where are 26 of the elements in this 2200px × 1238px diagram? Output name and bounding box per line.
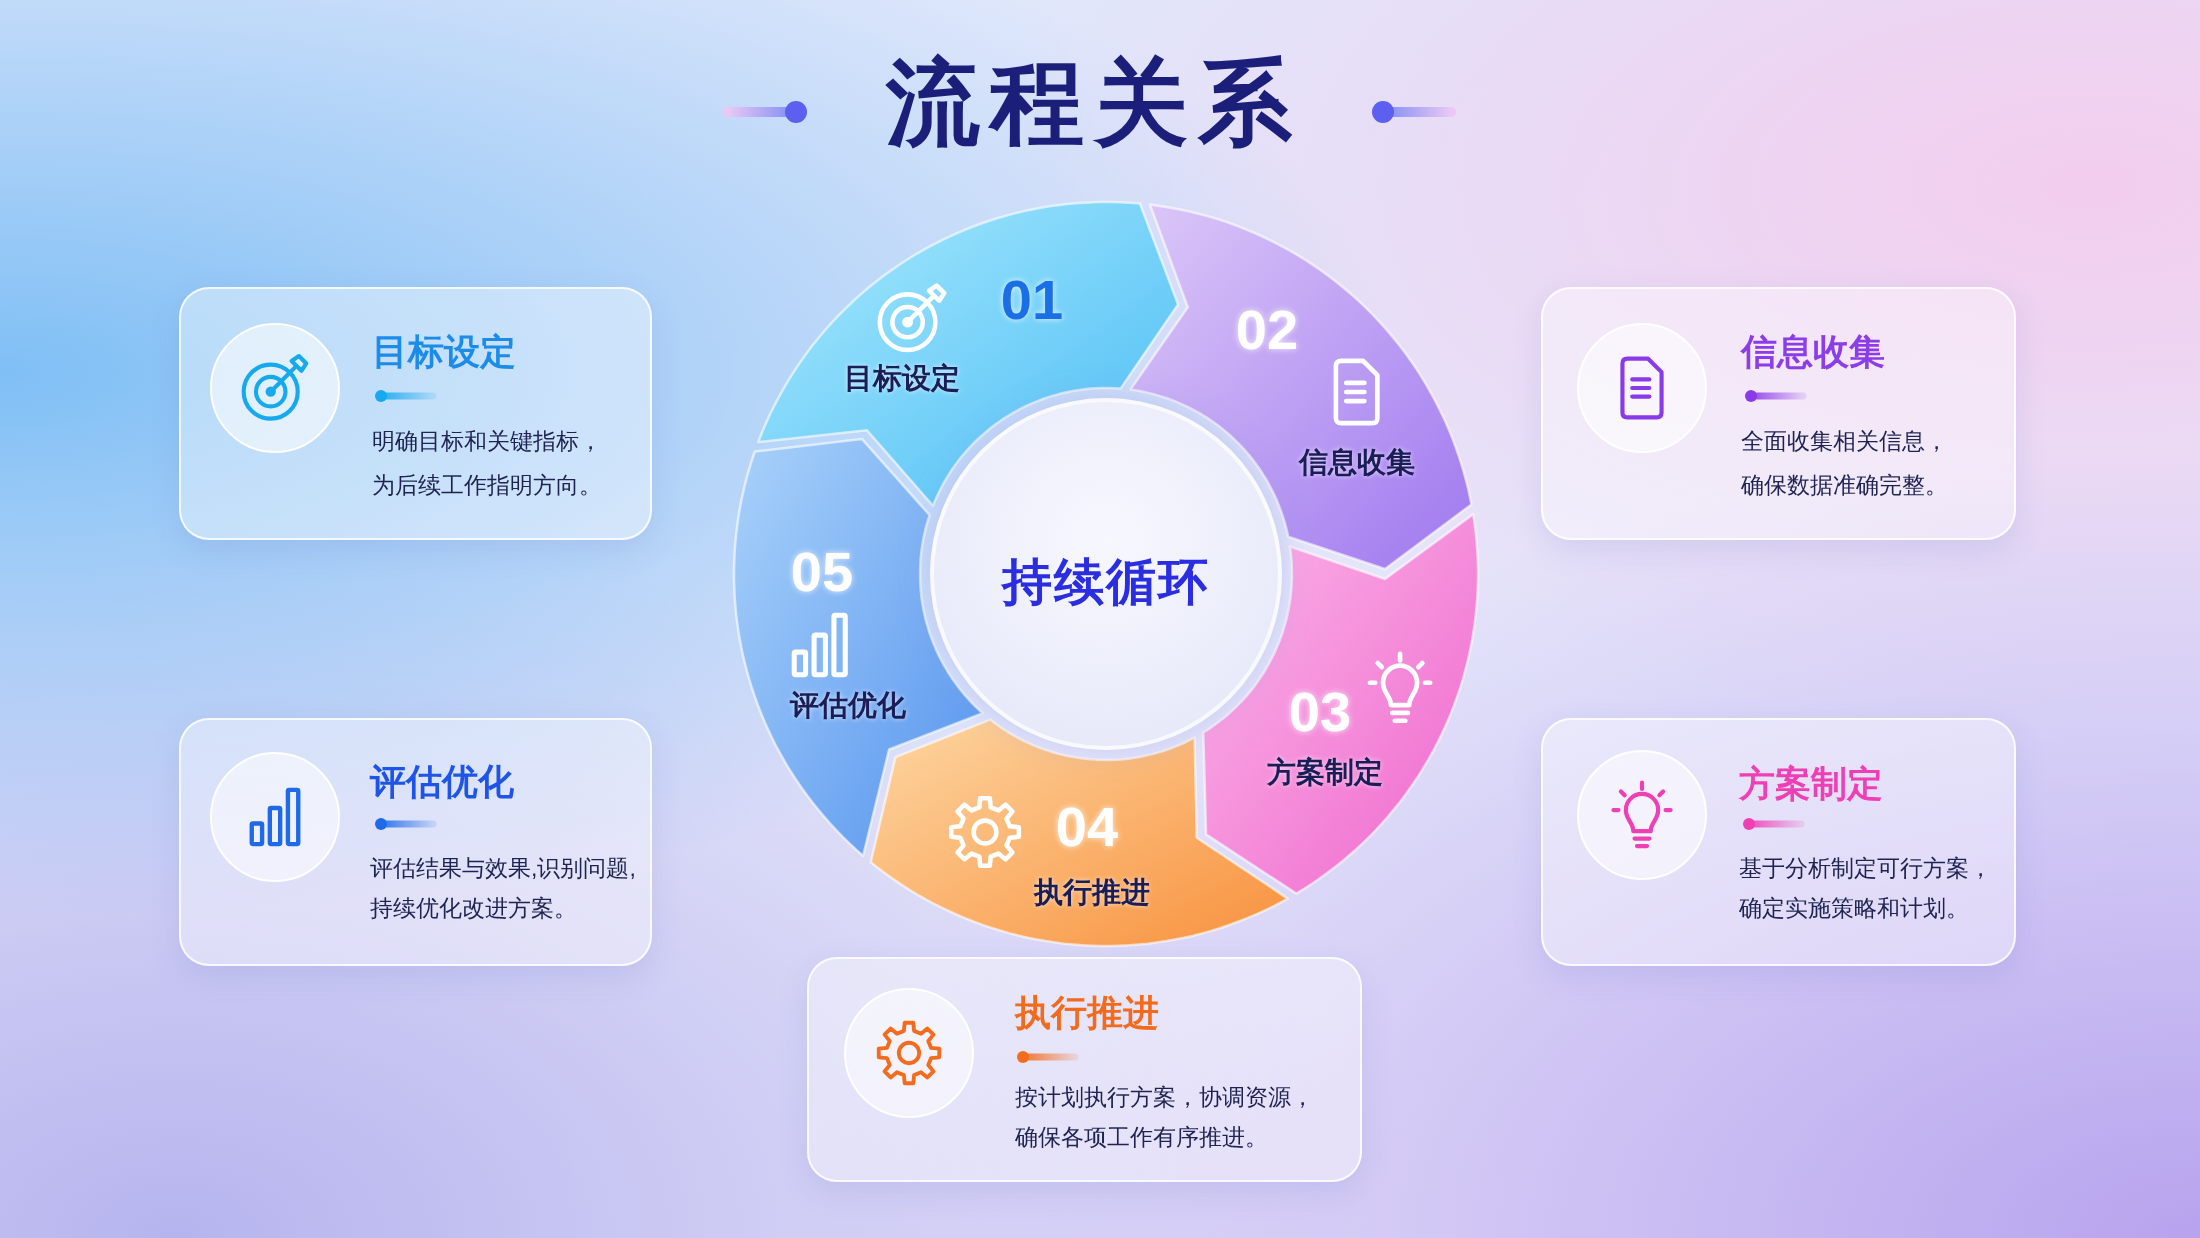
card-description: 评估结果与效果,识别问题,持续优化改进方案。 xyxy=(370,854,637,923)
step-number: 02 xyxy=(1235,302,1299,358)
info-card xyxy=(179,718,652,966)
step-label: 执行推进 xyxy=(1034,877,1150,907)
step-label: 评估优化 xyxy=(790,690,906,720)
info-card xyxy=(1541,718,2016,966)
step-number: 03 xyxy=(1288,684,1352,740)
step-number: 05 xyxy=(790,544,854,600)
hub-label: 持续循环 xyxy=(1002,557,1210,607)
info-card xyxy=(807,957,1362,1182)
step-label: 目标设定 xyxy=(844,363,960,393)
step-label: 信息收集 xyxy=(1299,447,1415,477)
step-number: 04 xyxy=(1055,799,1119,855)
card-description: 基于分析制定可行方案，确定实施策略和计划。 xyxy=(1739,854,1993,923)
card-title: 执行推进 xyxy=(1015,995,1159,1031)
card-title: 信息收集 xyxy=(1741,334,1885,370)
card-description: 全面收集相关信息，确保数据准确完整。 xyxy=(1741,427,1949,500)
info-card xyxy=(1541,287,2016,540)
info-card xyxy=(179,287,652,540)
card-title: 目标设定 xyxy=(372,334,516,370)
card-description: 明确目标和关键指标，为后续工作指明方向。 xyxy=(372,427,603,500)
card-title: 方案制定 xyxy=(1739,766,1883,802)
card-description: 按计划执行方案，协调资源，确保各项工作有序推进。 xyxy=(1015,1083,1315,1152)
step-number: 01 xyxy=(1000,272,1064,328)
step-label: 方案制定 xyxy=(1267,757,1383,787)
card-title: 评估优化 xyxy=(370,764,514,800)
